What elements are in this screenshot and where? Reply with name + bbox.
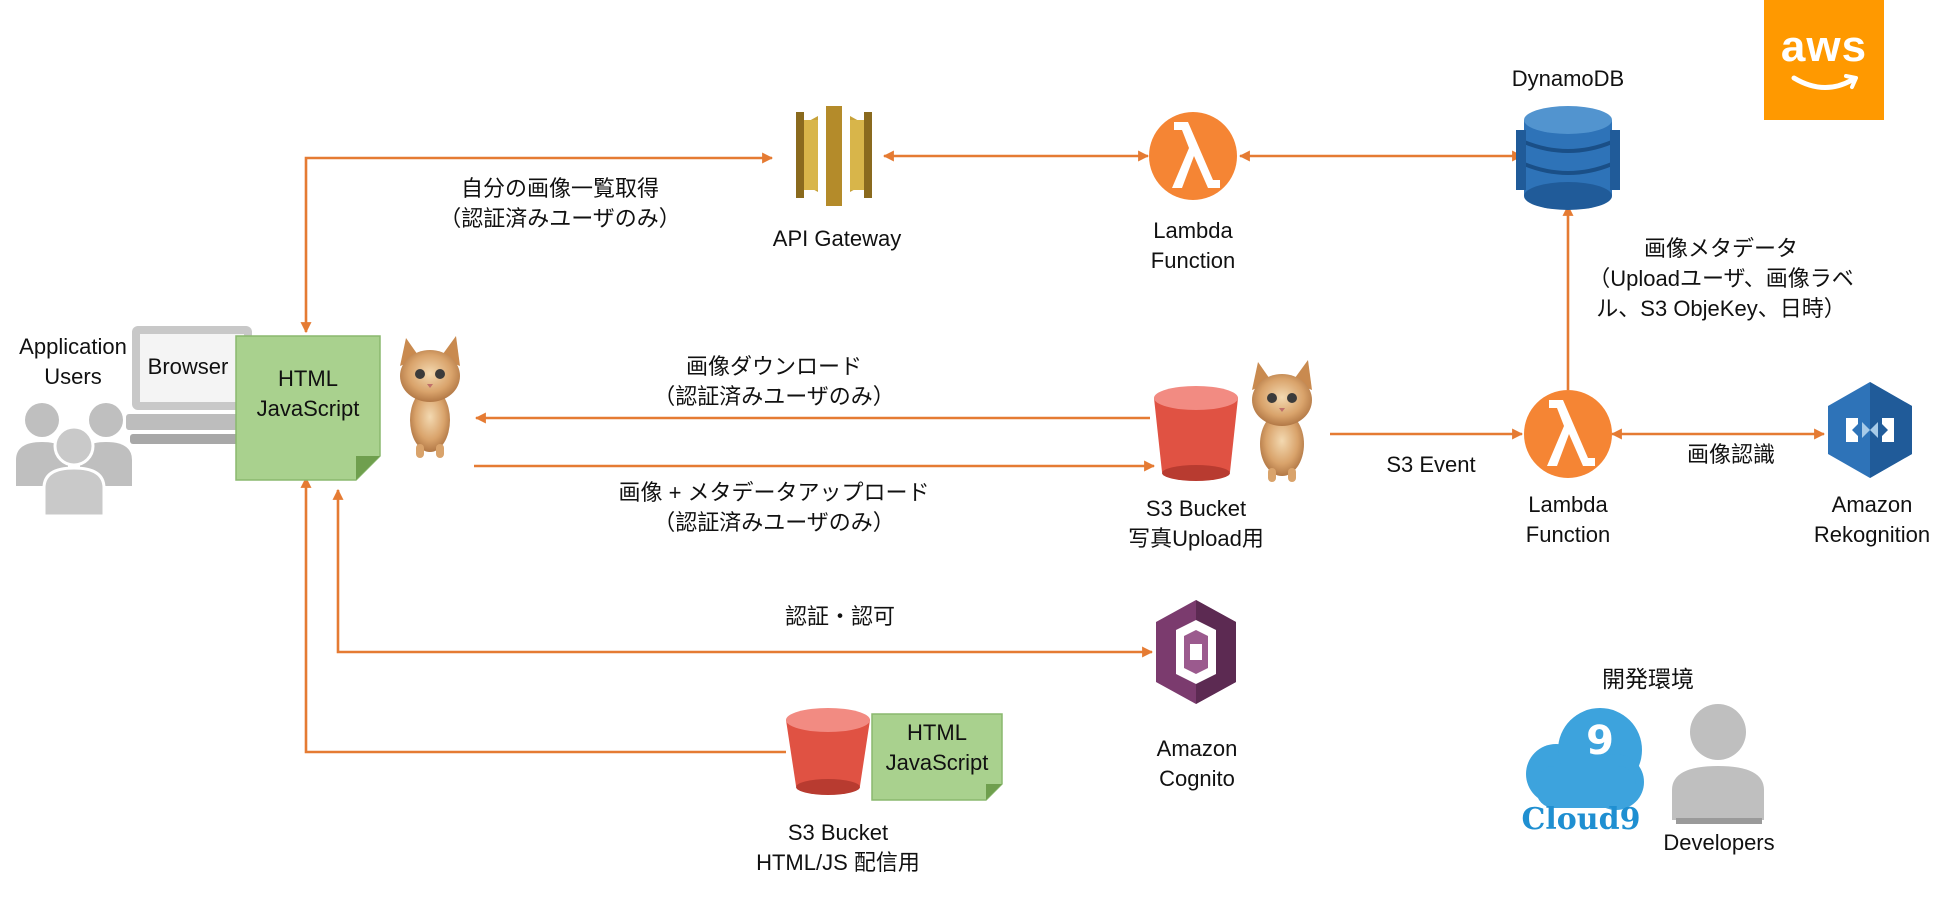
users-label-line2: Users: [44, 364, 102, 389]
edge-auth-label: 認証・認可: [784, 604, 895, 629]
aws-logo: aws: [1764, 0, 1884, 120]
edge-list-images-line1: 自分の画像一覧取得: [460, 176, 659, 201]
edge-upload-line1: 画像 + メタデータアップロード: [618, 480, 930, 505]
lambda-top-label: Lambda Function: [1128, 216, 1258, 276]
edge-s3-event-label: S3 Event: [1386, 452, 1476, 477]
developer-icon: [1672, 704, 1764, 824]
cat-photo-icon: [400, 336, 460, 458]
html-doc-line2: JavaScript: [256, 396, 360, 421]
users-icon: [16, 403, 132, 518]
lambda-icon: [1149, 112, 1237, 200]
edge-metadata-label: 画像メタデータ （Uploadユーザ、画像ラベ ル、S3 ObjeKey、日時）: [1576, 234, 1866, 324]
lambda-mid-line2: Function: [1525, 522, 1611, 547]
s3-bucket-icon: [786, 708, 870, 795]
rekognition-line2: Rekognition: [1813, 522, 1931, 547]
lambda-top-line1: Lambda: [1153, 218, 1233, 243]
edge-download-label: 画像ダウンロード （認証済みユーザのみ）: [624, 352, 924, 412]
cognito-label: Amazon Cognito: [1132, 734, 1262, 794]
s3-static-line2: HTML/JS 配信用: [756, 850, 920, 875]
lambda-icon: [1524, 390, 1612, 478]
edge-metadata-line3: ル、S3 ObjeKey、日時）: [1596, 296, 1846, 321]
dev-env-title: 開発環境: [1602, 666, 1694, 692]
arrows: [300, 150, 1826, 754]
dynamodb-label: DynamoDB: [1511, 66, 1625, 91]
edge-metadata-line2: （Uploadユーザ、画像ラベ: [1588, 266, 1854, 291]
browser-label: Browser: [147, 354, 229, 379]
cat-photo-icon: [1252, 360, 1312, 482]
s3-bucket-icon: [1154, 386, 1238, 481]
edge-recognition-label: 画像認識: [1686, 442, 1775, 467]
s3-static-label: S3 Bucket HTML/JS 配信用: [728, 818, 948, 878]
cognito-line1: Amazon: [1156, 736, 1238, 761]
aws-smile-icon: [1791, 74, 1858, 91]
s3-upload-line1: S3 Bucket: [1145, 496, 1247, 521]
lambda-mid-label: Lambda Function: [1503, 490, 1633, 550]
lambda-mid-line1: Lambda: [1528, 492, 1608, 517]
edge-download-line2: （認証済みユーザのみ）: [653, 384, 895, 409]
edge-download-line1: 画像ダウンロード: [685, 354, 862, 379]
cloud9-number: 9: [1586, 718, 1614, 764]
cognito-line2: Cognito: [1159, 766, 1235, 791]
cloud9-icon: [1526, 708, 1644, 810]
document-icon: [235, 335, 381, 481]
html-doc-label: HTML JavaScript: [236, 364, 380, 424]
api-gateway-icon: [796, 106, 872, 206]
dynamodb-icon: [1516, 106, 1620, 210]
static-doc-label: HTML JavaScript: [872, 718, 1002, 778]
s3-upload-line2: 写真Upload用: [1128, 526, 1264, 551]
users-label-line1: Application: [19, 334, 127, 359]
document-icon: [871, 713, 1003, 801]
edge-list-images: [300, 152, 774, 334]
edge-auth: [332, 488, 1154, 658]
edge-upload-label: 画像 + メタデータアップロード （認証済みユーザのみ）: [584, 478, 964, 538]
cloud9-label: Cloud9: [1521, 802, 1641, 837]
edge-metadata-line1: 画像メタデータ: [1643, 236, 1798, 261]
api-gateway-label: API Gateway: [772, 226, 902, 251]
s3-upload-label: S3 Bucket 写真Upload用: [1106, 494, 1286, 554]
edge-static-hosting: [300, 476, 786, 754]
static-doc-line1: HTML: [907, 720, 967, 745]
developers-label: Developers: [1663, 830, 1775, 855]
aws-logo-text: aws: [1780, 22, 1868, 71]
rekognition-icon: [1828, 382, 1912, 478]
monitor-icon: [126, 326, 258, 444]
edge-list-images-label: 自分の画像一覧取得 （認証済みユーザのみ）: [420, 174, 700, 234]
static-doc-line2: JavaScript: [885, 750, 989, 775]
rekognition-line1: Amazon: [1831, 492, 1913, 517]
edge-list-images-line2: （認証済みユーザのみ）: [439, 206, 681, 231]
html-doc-line1: HTML: [278, 366, 338, 391]
cognito-icon: [1156, 600, 1236, 704]
users-label: Application Users: [10, 332, 136, 392]
s3-static-line1: S3 Bucket: [787, 820, 889, 845]
rekognition-label: Amazon Rekognition: [1802, 490, 1942, 550]
edge-upload-line2: （認証済みユーザのみ）: [653, 510, 895, 535]
lambda-top-line2: Function: [1150, 248, 1236, 273]
